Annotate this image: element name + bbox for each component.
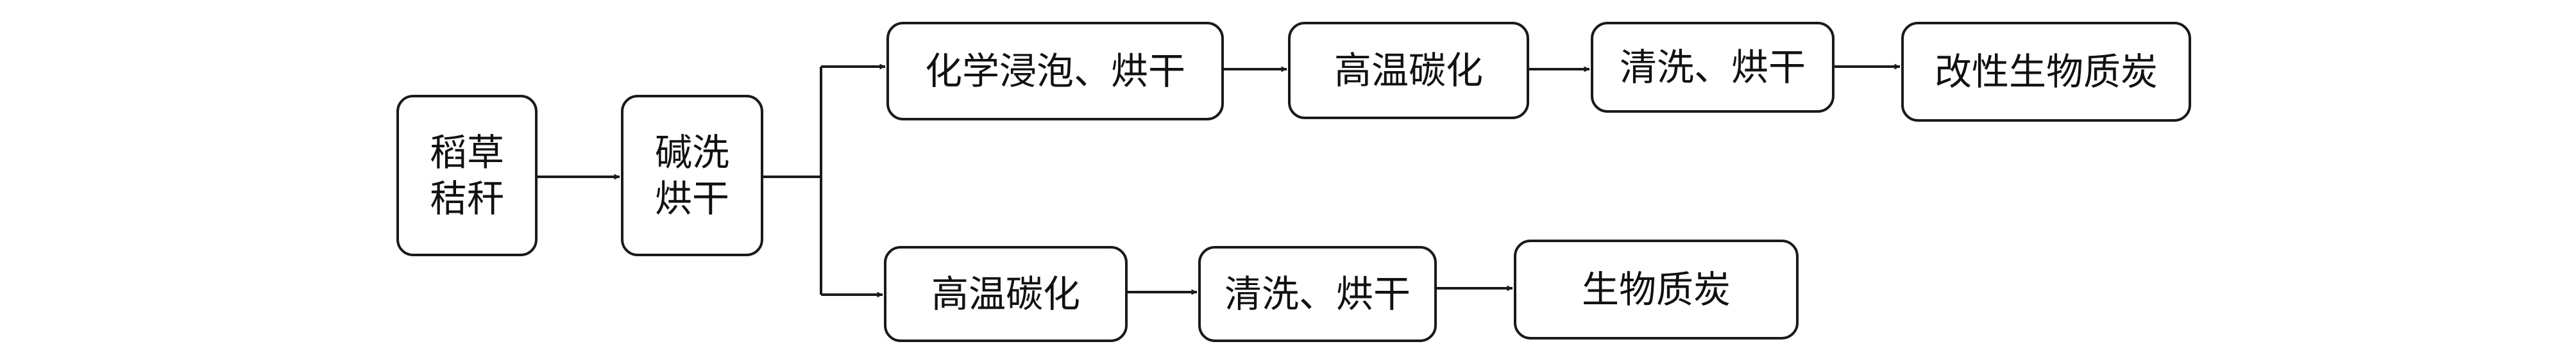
node-high-temp-carbonization-bottom-label: 高温碳化 [931, 272, 1080, 316]
node-chemical-soak-dry-label: 化学浸泡、烘干 [924, 49, 1185, 93]
node-biochar: 生物质炭 [1514, 240, 1799, 340]
node-rice-straw-label: 稻草 秸秆 [429, 130, 504, 221]
node-modified-biochar: 改性生物质炭 [1901, 22, 2191, 122]
node-chemical-soak-dry: 化学浸泡、烘干 [886, 22, 1224, 120]
node-high-temp-carbonization-bottom: 高温碳化 [884, 246, 1128, 342]
node-wash-dry-top-label: 清洗、烘干 [1619, 45, 1806, 89]
node-alkali-wash-dry-label: 碱洗 烘干 [654, 130, 729, 221]
node-wash-dry-top: 清洗、烘干 [1591, 22, 1835, 113]
node-wash-dry-bottom-label: 清洗、烘干 [1224, 272, 1411, 316]
node-high-temp-carbonization-top-label: 高温碳化 [1334, 48, 1483, 92]
node-wash-dry-bottom: 清洗、烘干 [1198, 246, 1437, 342]
node-rice-straw: 稻草 秸秆 [396, 95, 538, 256]
node-high-temp-carbonization-top: 高温碳化 [1288, 22, 1529, 119]
node-modified-biochar-label: 改性生物质炭 [1934, 49, 2158, 94]
node-biochar-label: 生物质炭 [1581, 267, 1731, 311]
node-alkali-wash-dry: 碱洗 烘干 [621, 95, 763, 256]
